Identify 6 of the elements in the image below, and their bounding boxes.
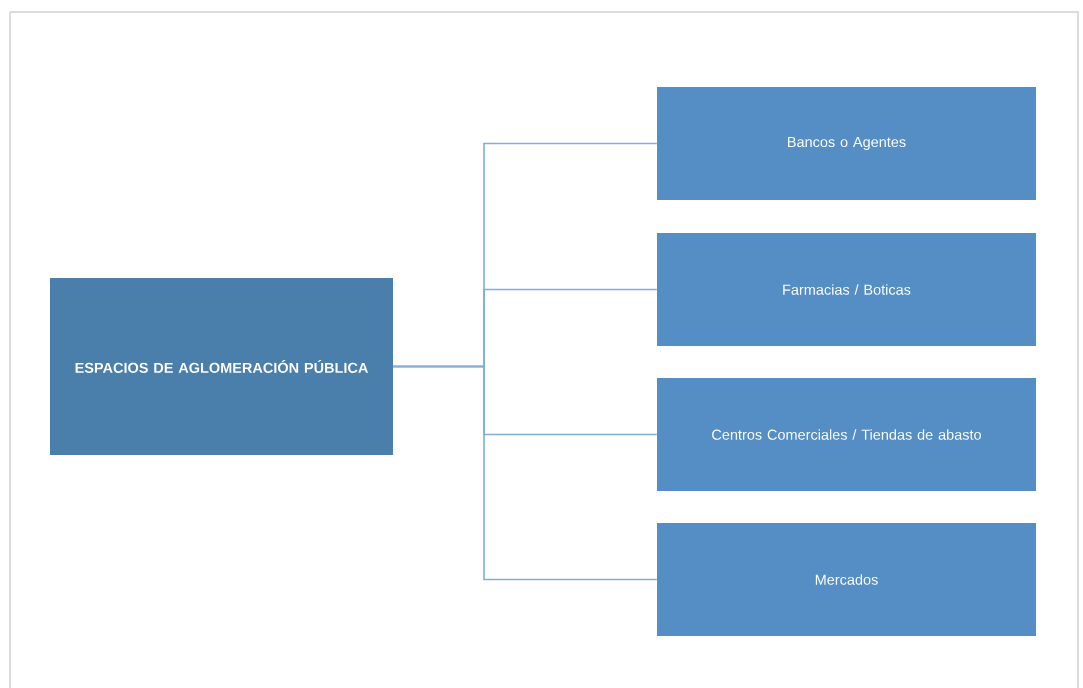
- item-box: Bancos o Agentes: [657, 87, 1036, 200]
- item-box: Centros Comerciales / Tiendas de abasto: [657, 378, 1036, 491]
- category-box: ESPACIOS DE AGLOMERACIÓN PÚBLICA: [50, 278, 393, 455]
- item-box: Farmacias / Boticas: [657, 233, 1036, 346]
- item-box: Mercados: [657, 523, 1036, 636]
- connector: [392, 365, 658, 581]
